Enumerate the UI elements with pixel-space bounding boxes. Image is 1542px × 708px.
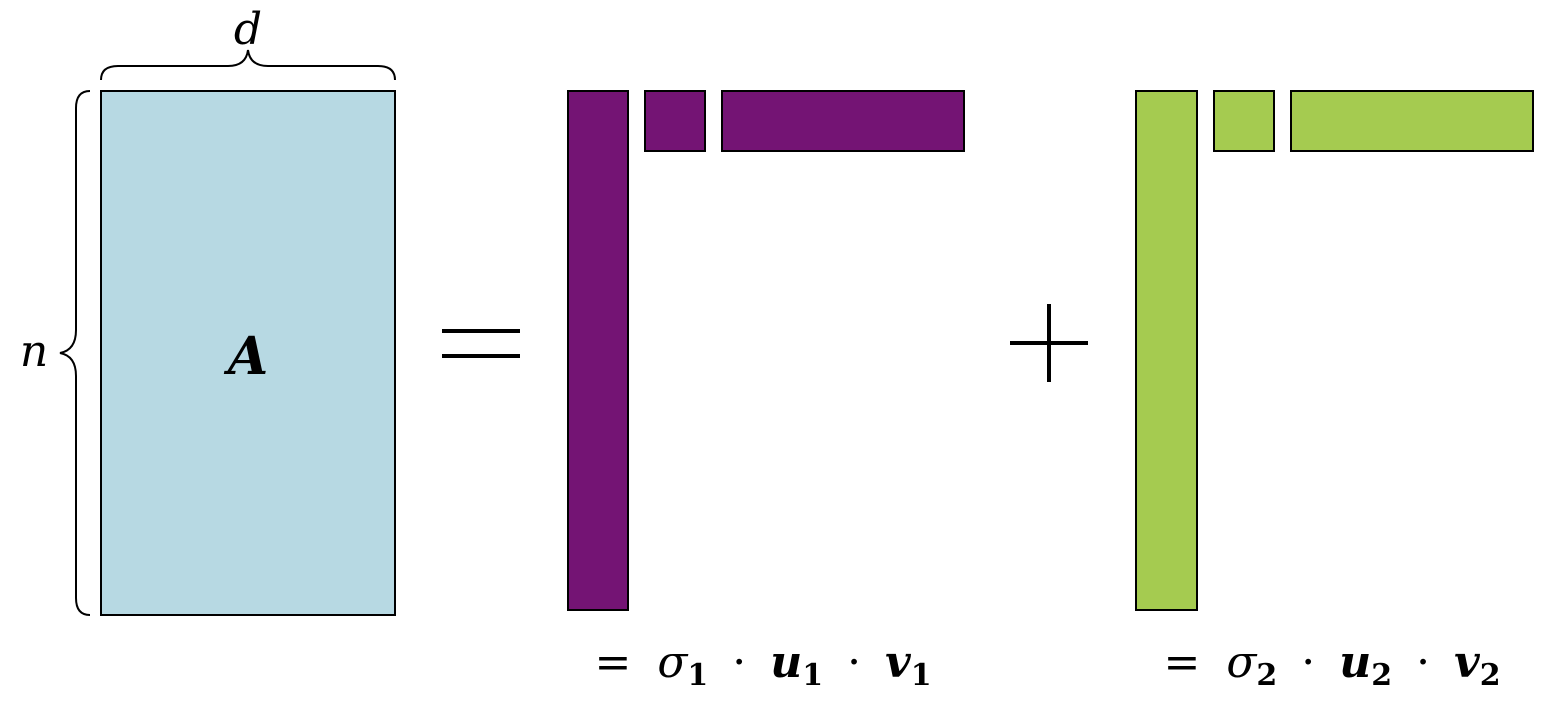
left-curly-brace (59, 90, 91, 616)
term-2-sigma: σ (1226, 637, 1258, 688)
term-1-sigma: σ (657, 637, 689, 688)
term-2-equals: = (1163, 637, 1200, 688)
height-brace: n (20, 90, 91, 616)
term-1-dot-a: · (732, 637, 746, 688)
width-brace: d (100, 4, 396, 81)
term-2-u-index: 2 (1371, 658, 1392, 693)
height-label-n: n (20, 326, 48, 377)
term-1-u-index: 1 (802, 658, 823, 693)
term-2-dot-a: · (1301, 637, 1315, 688)
term-1-u: u (770, 637, 802, 688)
term-2-sigma-index: 2 (1256, 658, 1277, 693)
top-curly-brace (100, 49, 396, 81)
term-1-v-index: 1 (911, 658, 932, 693)
u1-column-vector (567, 90, 629, 611)
term-1-sigma-index: 1 (687, 658, 708, 693)
term-1-dot-b: · (847, 637, 861, 688)
v2-row-vector (1290, 90, 1534, 152)
term-1-formula: = σ1 · u1 · v1 (594, 637, 931, 696)
matrix-a-symbol: A (223, 326, 268, 387)
rank-one-term-1: = σ1 · u1 · v1 (567, 90, 965, 696)
equals-sign (442, 329, 520, 358)
term-2-v: v (1454, 637, 1480, 688)
term-2-u: u (1339, 637, 1371, 688)
matrix-a: A (100, 90, 396, 616)
matrix-a-block (100, 90, 396, 616)
term-1-v: v (885, 637, 911, 688)
term-2-v-index: 2 (1480, 658, 1501, 693)
term-2-formula: = σ2 · u2 · v2 (1163, 637, 1500, 696)
plus-sign (1010, 304, 1088, 382)
u2-column-vector (1135, 90, 1198, 611)
sigma1-scalar-block (644, 90, 706, 152)
v1-row-vector (721, 90, 965, 152)
term-1-equals: = (594, 637, 631, 688)
width-label-d: d (234, 4, 262, 55)
rank-one-term-2: = σ2 · u2 · v2 (1135, 90, 1534, 696)
sigma2-scalar-block (1213, 90, 1275, 152)
term-2-dot-b: · (1416, 637, 1430, 688)
